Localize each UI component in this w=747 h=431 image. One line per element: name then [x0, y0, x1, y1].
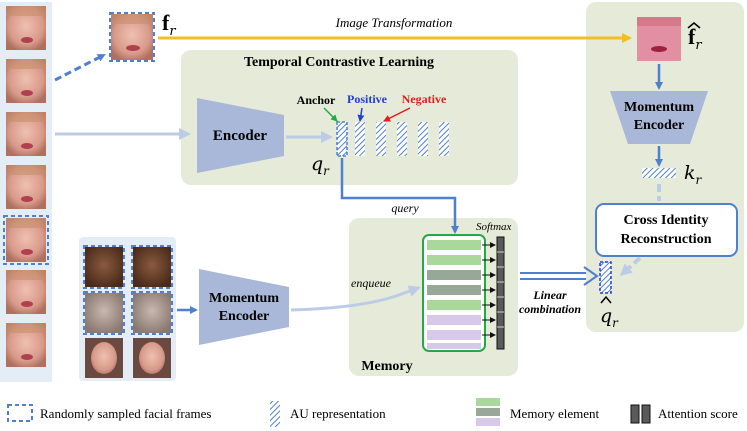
transformed-frame: [637, 17, 681, 61]
legend-memory-swatch-1: [476, 398, 500, 406]
kr-representation: [642, 168, 676, 178]
cross-identity-label-1: Cross Identity: [624, 213, 709, 228]
negative-arrow: [383, 107, 411, 122]
sampled-frame-box-1: [3, 215, 49, 265]
momentum-encoder-bottom: [199, 269, 289, 345]
enqueue-arrow: [290, 285, 421, 312]
negative-bar-4: [439, 122, 449, 156]
qr-label: qr: [311, 153, 330, 178]
positive-bar: [355, 122, 365, 156]
frame-thumbnails: [6, 6, 46, 367]
cross-identity-box: [595, 203, 738, 257]
momentum-encoder-top-label-1: Momentum: [624, 100, 694, 115]
qhat-hat: [600, 295, 612, 304]
frame-5: [6, 218, 46, 262]
memory-label: Memory: [361, 359, 412, 374]
attention-score-dividers: [497, 251, 504, 328]
momentum-encoder-bottom-label-1: Momentum: [209, 291, 279, 306]
anchor-arrow: [323, 107, 338, 122]
query-label: query: [391, 201, 419, 215]
linear-label-1: Linear: [532, 288, 567, 302]
fr-label: fr: [162, 10, 176, 39]
momentum-encoder-top: [610, 91, 708, 144]
tcl-title: Temporal Contrastive Learning: [244, 55, 434, 70]
selected-frame-fr: [109, 12, 155, 62]
softmax-label: Softmax: [476, 221, 512, 233]
identity-faces: [83, 245, 173, 378]
linear-label-2: combination: [519, 302, 581, 316]
negative-label: Negative: [402, 92, 447, 106]
query-arrow: [340, 158, 459, 234]
frame-6: [6, 270, 46, 314]
legend-memory-swatch-2: [476, 408, 500, 416]
qhat-representation: [599, 261, 612, 294]
legend-attention-swatch-2: [641, 404, 651, 424]
cross-identity-label-2: Reconstruction: [621, 232, 712, 247]
legend-au-label: AU representation: [290, 406, 386, 421]
negative-bar-1: [376, 122, 386, 156]
momentum-encoder-top-label-2: Encoder: [634, 118, 685, 133]
momentum-encoder-bottom-label-2: Encoder: [219, 309, 270, 324]
sample-arrow: [54, 53, 106, 82]
positive-label: Positive: [347, 92, 388, 106]
anchor-label: Anchor: [297, 93, 336, 107]
legend-sampled-swatch: [7, 404, 33, 422]
attention-score-column: [496, 236, 505, 350]
frame-4: [6, 165, 46, 209]
legend-memory-label: Memory element: [510, 406, 600, 421]
legend-attention-label: Attention score: [658, 406, 738, 421]
kr-label: kr: [684, 162, 703, 187]
frame-1: [6, 6, 46, 50]
positive-arrow: [357, 107, 365, 122]
negative-bar-3: [418, 122, 428, 156]
frame-3: [6, 112, 46, 156]
linear-combination-arrow: [520, 266, 599, 286]
f-hat-hat: [687, 22, 701, 29]
frame-2: [6, 59, 46, 103]
legend-memory-swatch-3: [476, 418, 500, 426]
f-hat-label: fr: [688, 24, 702, 53]
encoder-block: [197, 98, 284, 173]
legend: Randomly sampled facial frames AU repres…: [7, 398, 738, 427]
qhat-label: qr: [600, 305, 619, 330]
image-transformation-label: Image Transformation: [335, 15, 453, 30]
legend-sampled-label: Randomly sampled facial frames: [40, 406, 211, 421]
encoder-label: Encoder: [213, 128, 268, 144]
enqueue-label: enqueue: [351, 276, 392, 290]
memory-elements: [427, 240, 481, 349]
frame-7: [6, 323, 46, 367]
memory-to-attention-arrows: [482, 242, 496, 338]
legend-attention-swatch-1: [630, 404, 640, 424]
anchor-bar: [336, 121, 348, 157]
legend-au-swatch: [270, 401, 280, 427]
negative-bar-2: [397, 122, 407, 156]
cross-to-qhat-arrow: [619, 256, 642, 276]
